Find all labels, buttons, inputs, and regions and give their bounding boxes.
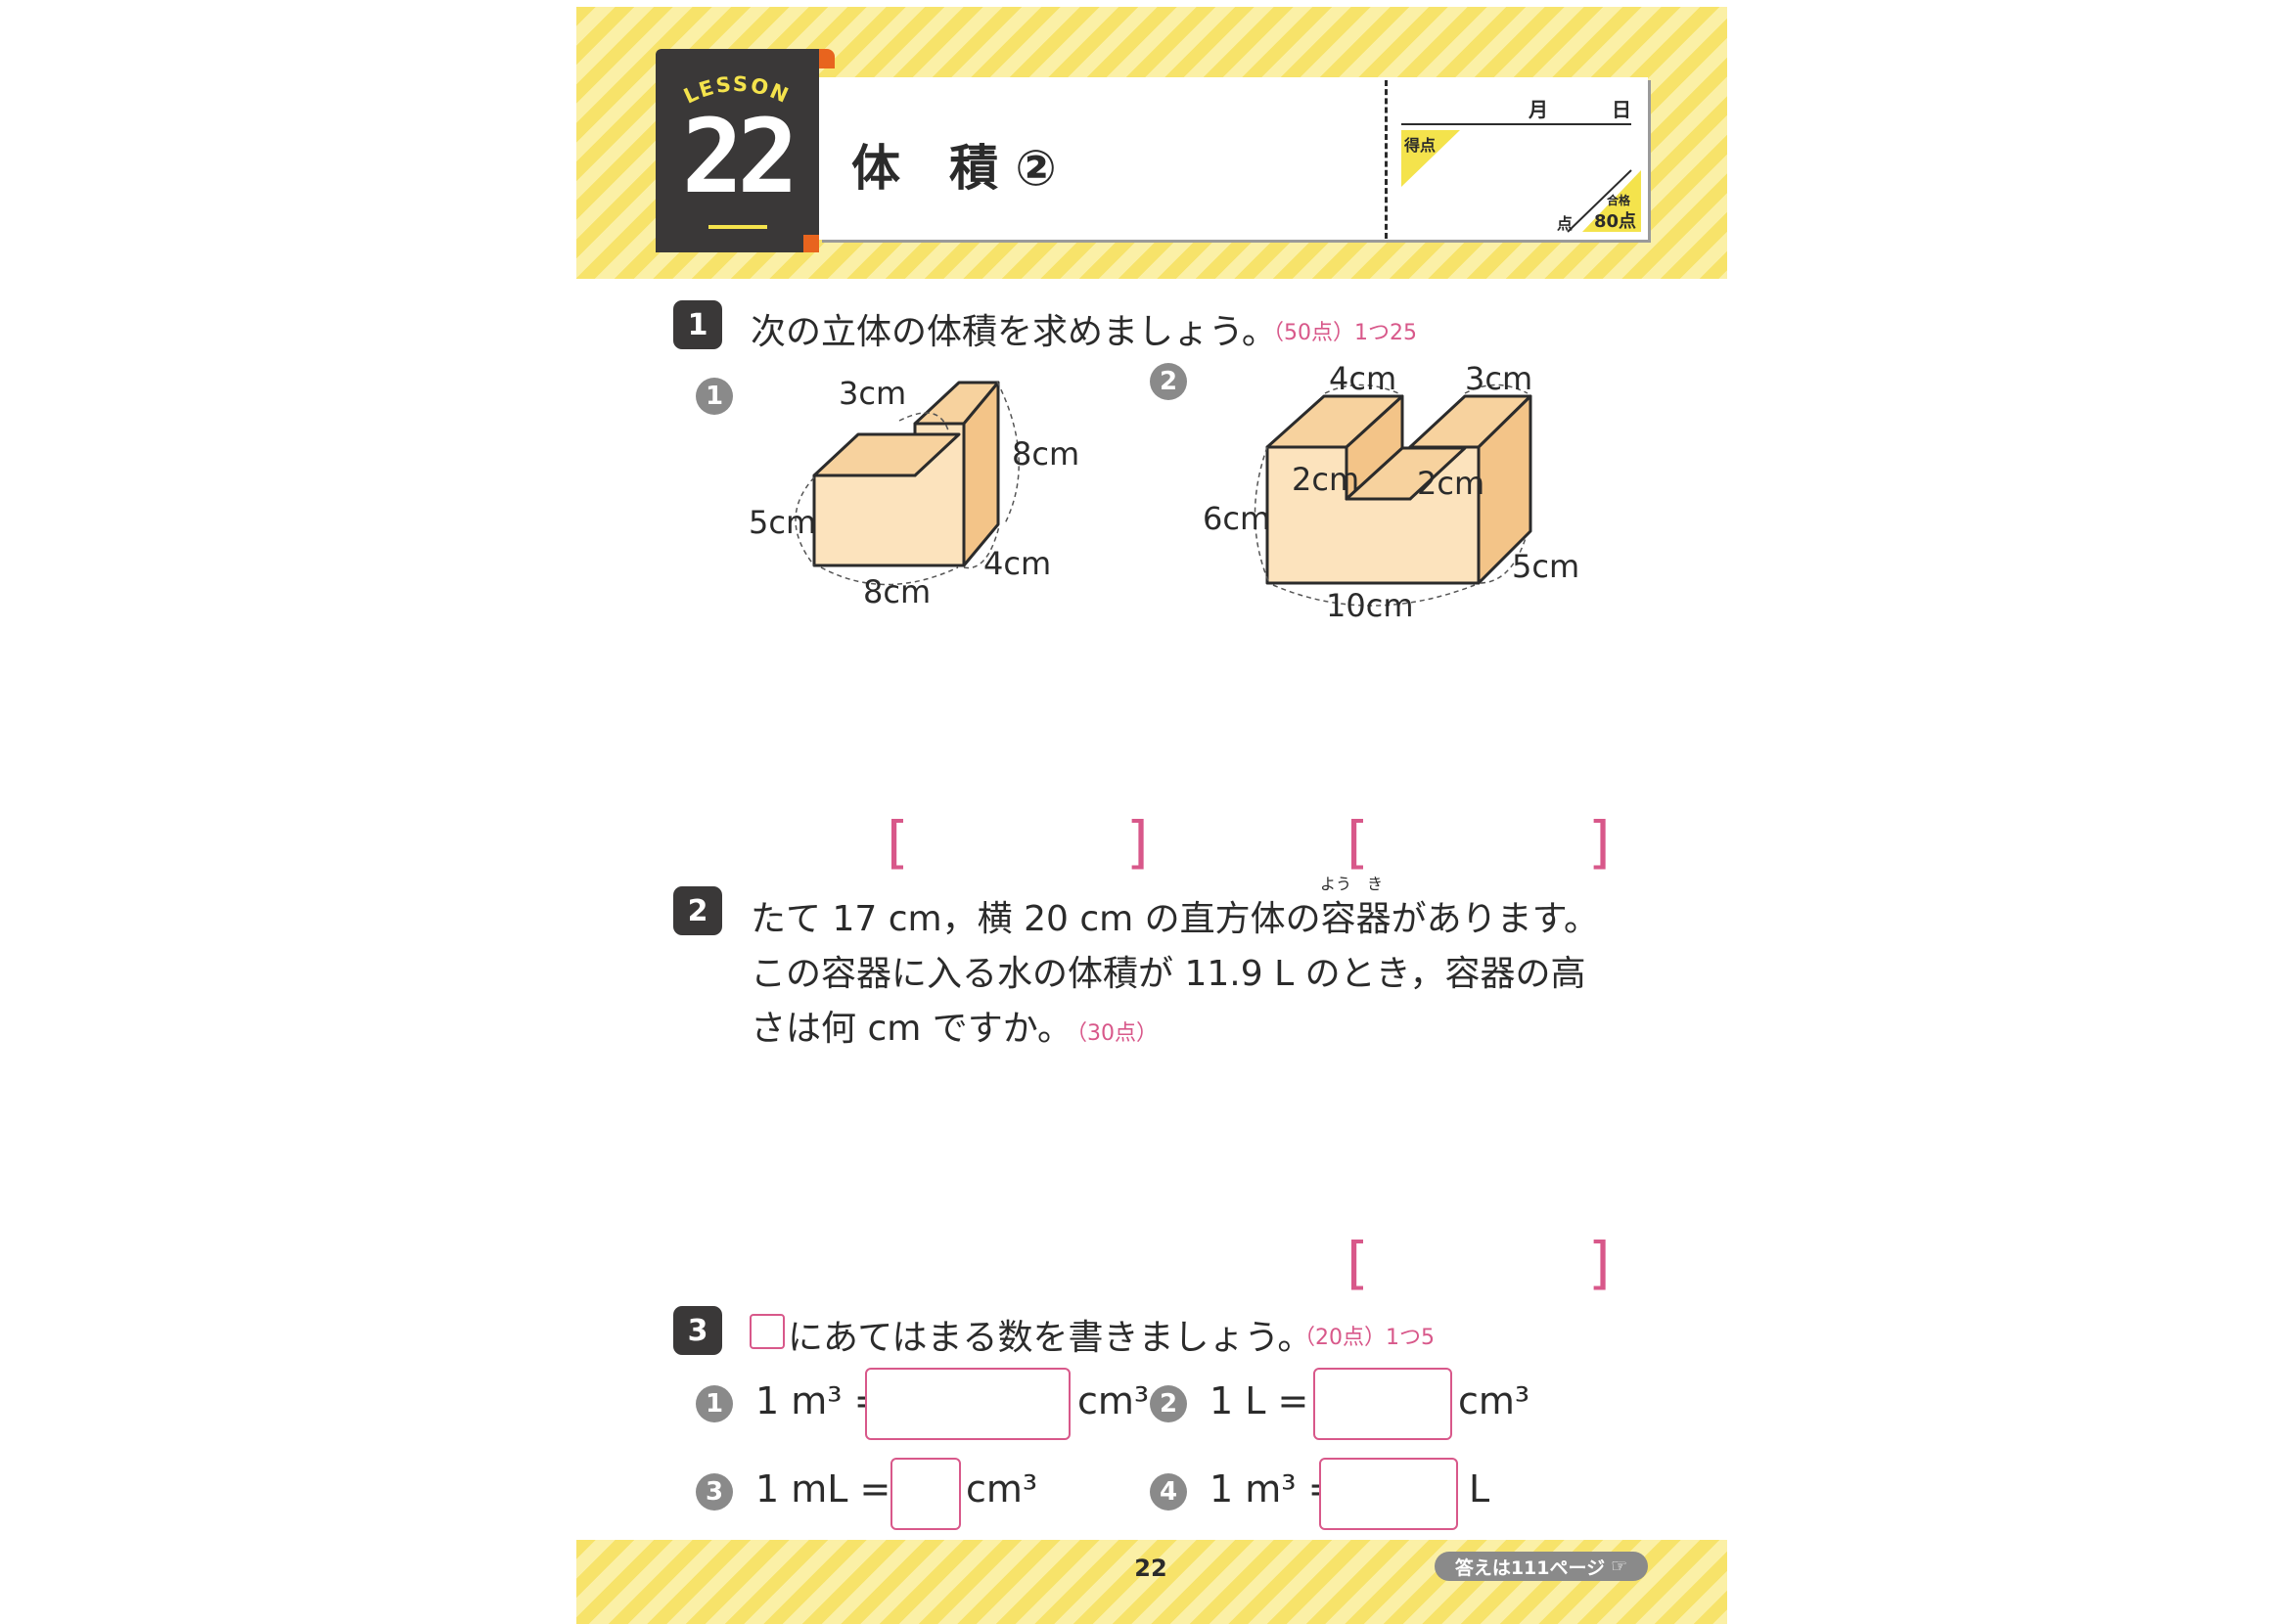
q3-item4-unit: L <box>1469 1467 1490 1511</box>
question-3-points: （20点）1つ5 <box>1294 1326 1435 1350</box>
fig1-dim-arcs <box>795 381 1020 586</box>
title-box <box>819 77 1648 240</box>
q1-1-answer-open-bracket: [ <box>887 809 909 876</box>
score-graphic <box>1401 123 1641 233</box>
question-1-points: （50点）1つ25 <box>1262 321 1417 345</box>
lesson-fold-bottom <box>803 235 819 252</box>
fig2-dim-notch-right: 2cm <box>1417 465 1485 502</box>
question-3-text: にあてはまる数を書きましょう。 <box>788 1318 1313 1358</box>
points-unit: 点 <box>1557 214 1574 233</box>
fig2-dim-depth: 5cm <box>1512 548 1580 585</box>
q2-line3: さは何 cm ですか。 <box>751 1009 1073 1049</box>
q1-2-answer-open-bracket: [ <box>1346 809 1369 876</box>
q2-length: 17 <box>832 899 878 939</box>
q3-item4-answer-box[interactable] <box>1319 1458 1458 1530</box>
q3-item2-left: 1 L = <box>1209 1379 1309 1422</box>
q2-answer-open-bracket: [ <box>1346 1230 1369 1296</box>
q2-line1-a: たて <box>751 899 822 939</box>
fig1-marker: 1 <box>696 378 733 415</box>
question-2-line-1: たて 17 cm，横 20 cm の直方体の容器があります。 <box>751 890 1599 941</box>
q3-item3-left: 1 mL = <box>755 1467 891 1511</box>
inline-blank-box <box>750 1314 785 1349</box>
q2-container-word: 容器 <box>1320 899 1392 939</box>
q3-item1-unit: cm³ <box>1077 1379 1150 1422</box>
question-2-points: （30点） <box>1076 1021 1159 1046</box>
question-2-line-3: さは何 cm ですか。（30点） <box>751 1000 1158 1051</box>
month-label: 月 <box>1529 98 1548 121</box>
q2-line1-c: cm の直方体の <box>1079 899 1321 939</box>
day-label: 日 <box>1612 98 1631 121</box>
lesson-card: LESSON 22 <box>656 49 819 252</box>
container-ruby: よう き <box>1320 875 1384 893</box>
pass-score: 80点 <box>1594 211 1637 232</box>
q3-item4-marker: 4 <box>1150 1473 1187 1511</box>
fig2-dim-arcs <box>1254 383 1529 607</box>
q2-answer-area[interactable] <box>1375 1238 1582 1296</box>
page-title: 体 積 ② <box>851 140 1057 197</box>
fig2-dim-bottom: 10cm <box>1326 587 1414 624</box>
q3-item3-unit: cm³ <box>966 1467 1038 1511</box>
q1-1-answer-close-bracket: ] <box>1126 809 1149 876</box>
fig1-dim-bottom: 8cm <box>863 573 932 610</box>
q2-line1-d: があります。 <box>1391 899 1600 939</box>
answer-reference-link[interactable]: 答えは111ページ ☞ <box>1435 1552 1648 1581</box>
pointing-hand-icon: ☞ <box>1611 1556 1628 1577</box>
lesson-card-graphic: LESSON <box>680 72 792 229</box>
pass-label: 合格 <box>1607 194 1631 207</box>
q2-line2-a: この容器に入る水の体積が <box>751 954 1174 994</box>
q3-item2-unit: cm³ <box>1458 1379 1530 1422</box>
fig2-marker: 2 <box>1150 363 1187 400</box>
title-divider <box>1385 80 1388 239</box>
q3-item3-marker: 3 <box>696 1473 733 1511</box>
q2-line2-b: L のとき，容器の高 <box>1274 954 1586 994</box>
question-2-number: 2 <box>673 886 722 935</box>
q1-1-answer-area[interactable] <box>915 817 1120 876</box>
lesson-fold-top <box>819 49 835 68</box>
page-number: 22 <box>1134 1555 1167 1582</box>
score-area: 月 日 得点 点 合格 80点 <box>1387 77 1648 240</box>
question-3-number: 3 <box>673 1306 722 1355</box>
q3-item1-left: 1 m³ = <box>755 1379 886 1422</box>
fig1-dim-left: 5cm <box>749 504 817 541</box>
fig2-dim-top-right: 3cm <box>1465 360 1533 397</box>
q1-2-answer-area[interactable] <box>1375 817 1582 876</box>
lesson-number: 22 <box>681 97 799 216</box>
figures-svg <box>795 381 1532 607</box>
fig2-dim-notch-left: 2cm <box>1292 461 1360 498</box>
fig2-dim-top-left: 4cm <box>1329 360 1397 397</box>
q3-item1-answer-box[interactable] <box>865 1368 1071 1440</box>
score-label: 得点 <box>1404 136 1437 155</box>
answer-reference-text: 答えは111ページ <box>1454 1556 1606 1579</box>
question-1-number: 1 <box>673 300 722 349</box>
fig2-solid <box>1265 394 1532 585</box>
q2-line1-b: cm，横 <box>888 899 1013 939</box>
question-1-text: 次の立体の体積を求めましょう。 <box>751 312 1277 352</box>
q3-item3-answer-box[interactable] <box>890 1458 961 1530</box>
fig1-dim-top: 3cm <box>839 375 907 412</box>
question-2-line-2: この容器に入る水の体積が 11.9 L のとき，容器の高 <box>751 945 1586 996</box>
q2-answer-close-bracket: ] <box>1588 1230 1611 1296</box>
q3-item4-left: 1 m³ = <box>1209 1467 1340 1511</box>
fig2-dim-left: 6cm <box>1203 500 1271 537</box>
q2-volume: 11.9 <box>1184 954 1263 994</box>
q1-2-answer-close-bracket: ] <box>1588 809 1611 876</box>
q3-item2-marker: 2 <box>1150 1385 1187 1422</box>
q3-item2-answer-box[interactable] <box>1313 1368 1452 1440</box>
q2-width: 20 <box>1024 899 1069 939</box>
q3-item1-marker: 1 <box>696 1385 733 1422</box>
fig1-dim-depth: 4cm <box>983 545 1052 582</box>
fig1-dim-right: 8cm <box>1012 435 1080 473</box>
fig1-solid <box>812 381 1000 567</box>
